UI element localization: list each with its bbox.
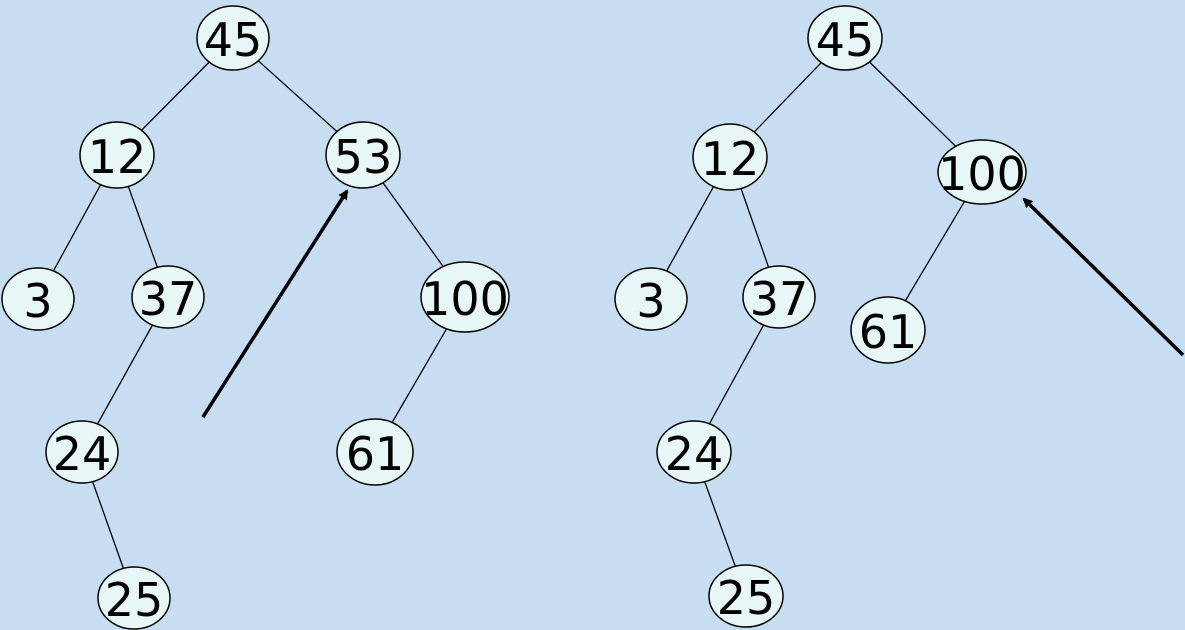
before-edge-n45-n12 — [141, 61, 210, 131]
after-node-61-label: 61 — [859, 305, 918, 359]
before-node-24: 24 — [45, 420, 119, 484]
after-node-25-label: 25 — [717, 571, 776, 625]
after-edge-n37-n24 — [708, 324, 765, 425]
after-node-3: 3 — [614, 267, 688, 331]
before-edge-n45-n53 — [257, 60, 338, 133]
before-node-24-label: 24 — [53, 427, 112, 481]
before-edge-n100-n61 — [391, 328, 448, 423]
before-node-45: 45 — [196, 5, 270, 71]
after-edge-n12-n37 — [740, 188, 770, 268]
after-node-24-label: 24 — [665, 427, 724, 481]
after-node-100-label: 100 — [938, 147, 1026, 201]
after-node-61: 61 — [850, 296, 926, 364]
after-node-12: 12 — [692, 123, 768, 191]
before-node-37: 37 — [131, 265, 205, 329]
before-pointer-arrow — [201, 189, 349, 418]
after-node-25-ellipse — [708, 564, 784, 628]
after-edge-n24-n25 — [704, 481, 736, 567]
before-node-24-ellipse — [45, 420, 119, 484]
before-node-100: 100 — [420, 261, 510, 333]
after-node-12-ellipse — [692, 123, 768, 191]
before-node-3: 3 — [1, 267, 75, 331]
before-node-45-label: 45 — [204, 13, 263, 67]
edges-layer — [52, 60, 966, 569]
before-node-3-ellipse — [1, 267, 75, 331]
after-edge-n45-n100 — [869, 61, 957, 147]
before-node-61-ellipse — [336, 418, 414, 486]
before-node-53: 53 — [325, 121, 401, 189]
before-edge-n24-n25 — [91, 481, 125, 569]
before-node-100-ellipse — [420, 261, 510, 333]
after-pointer-arrow — [1022, 197, 1185, 357]
before-node-61-label: 61 — [346, 427, 405, 481]
after-node-37-ellipse — [742, 265, 816, 329]
after-node-12-label: 12 — [701, 132, 760, 186]
before-node-37-ellipse — [131, 265, 205, 329]
after-edge-n100-n61 — [904, 201, 966, 302]
after-node-3-label: 3 — [636, 274, 665, 328]
after-node-45-label: 45 — [816, 13, 875, 67]
before-node-25: 25 — [97, 566, 171, 630]
after-node-45-ellipse — [807, 5, 883, 71]
before-edge-n37-n24 — [96, 324, 154, 425]
after-node-3-ellipse — [614, 267, 688, 331]
before-node-53-label: 53 — [334, 130, 393, 184]
before-node-37-label: 37 — [139, 272, 198, 326]
after-node-24: 24 — [656, 420, 732, 484]
after-edge-n12-n3 — [666, 186, 715, 272]
after-node-100-ellipse — [937, 139, 1027, 205]
before-node-25-ellipse — [97, 566, 171, 630]
after-node-37-label: 37 — [750, 272, 809, 326]
before-node-100-label: 100 — [421, 272, 509, 326]
before-node-45-ellipse — [196, 5, 270, 71]
before-edge-n53-n100 — [382, 182, 444, 267]
after-node-25: 25 — [708, 564, 784, 628]
before-node-3-label: 3 — [23, 274, 52, 328]
after-edge-n45-n12 — [753, 62, 822, 133]
before-node-25-label: 25 — [105, 573, 164, 627]
after-node-24-ellipse — [656, 420, 732, 484]
before-node-61: 61 — [336, 418, 414, 486]
arrows-layer — [201, 189, 1185, 418]
before-node-53-ellipse — [325, 121, 401, 189]
after-node-45: 45 — [807, 5, 883, 71]
after-node-61-ellipse — [850, 296, 926, 364]
before-node-12: 12 — [79, 121, 155, 189]
after-node-100: 100 — [937, 139, 1027, 205]
nodes-layer: 45 12 53 3 37 100 24 61 25 45 12 100 3 37 61 24 25 — [1, 5, 1027, 630]
after-node-37: 37 — [742, 265, 816, 329]
before-node-12-label: 12 — [88, 130, 147, 184]
before-node-12-ellipse — [79, 121, 155, 189]
before-edge-n12-n3 — [52, 184, 102, 272]
before-edge-n12-n37 — [127, 186, 159, 268]
